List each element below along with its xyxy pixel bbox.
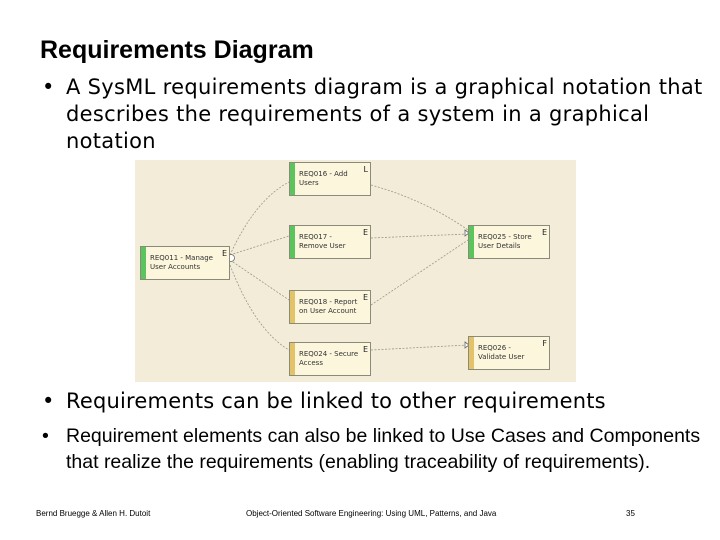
bullet-marker: • [42,75,55,99]
requirement-node: REQ018 - Report on User Account E [289,290,371,324]
footer-page-number: 35 [626,509,635,518]
node-stripe [290,163,295,195]
bullet-marker: • [42,389,55,413]
footer-authors: Bernd Bruegge & Allen H. Dutoit [36,509,151,518]
bullet-text: Requirements can be linked to other requ… [66,389,606,413]
requirement-node: REQ011 - Manage User Accounts E [140,246,230,280]
node-label: REQ025 - Store User Details [478,233,532,250]
requirement-node: REQ026 - Validate User F [468,336,550,370]
node-label: REQ018 - Report on User Account [299,298,358,315]
node-stripe [290,226,295,258]
node-flag: L [363,165,368,174]
node-stripe [469,226,474,258]
node-label: REQ026 - Validate User [478,344,525,361]
node-label: REQ024 - Secure Access [299,350,359,367]
node-label: REQ016 - Add Users [299,170,348,187]
bullet-marker: • [42,425,49,447]
bullet-text: Requirement elements can also be linked … [66,425,701,473]
bullet-linking: • Requirements can be linked to other req… [42,388,716,415]
node-flag: E [541,228,547,237]
node-flag: F [542,339,547,348]
bullet-text: A SysML requirements diagram is a graphi… [66,75,703,153]
node-label: REQ011 - Manage User Accounts [150,254,213,271]
requirement-node: REQ016 - Add Users L [289,162,371,196]
node-flag: E [362,293,368,302]
bullet-sysml-definition: • A SysML requirements diagram is a graph… [42,74,716,155]
slide-title: Requirements Diagram [40,36,314,64]
requirement-node: REQ025 - Store User Details E [468,225,550,259]
node-flag: E [362,228,368,237]
node-stripe [290,291,295,323]
bullet-traceability: • Requirement elements can also be linked… [42,424,716,475]
requirements-diagram-image: REQ016 - Add Users L REQ017 - Remove Use… [135,160,576,382]
node-flag: E [362,345,368,354]
node-stripe [141,247,146,279]
requirement-node: REQ024 - Secure Access E [289,342,371,376]
node-stripe [290,343,295,375]
footer-book-title: Object-Oriented Software Engineering: Us… [246,509,497,518]
requirement-node: REQ017 - Remove User E [289,225,371,259]
node-label: REQ017 - Remove User [299,233,346,250]
node-stripe [469,337,474,369]
node-flag: E [221,249,227,258]
